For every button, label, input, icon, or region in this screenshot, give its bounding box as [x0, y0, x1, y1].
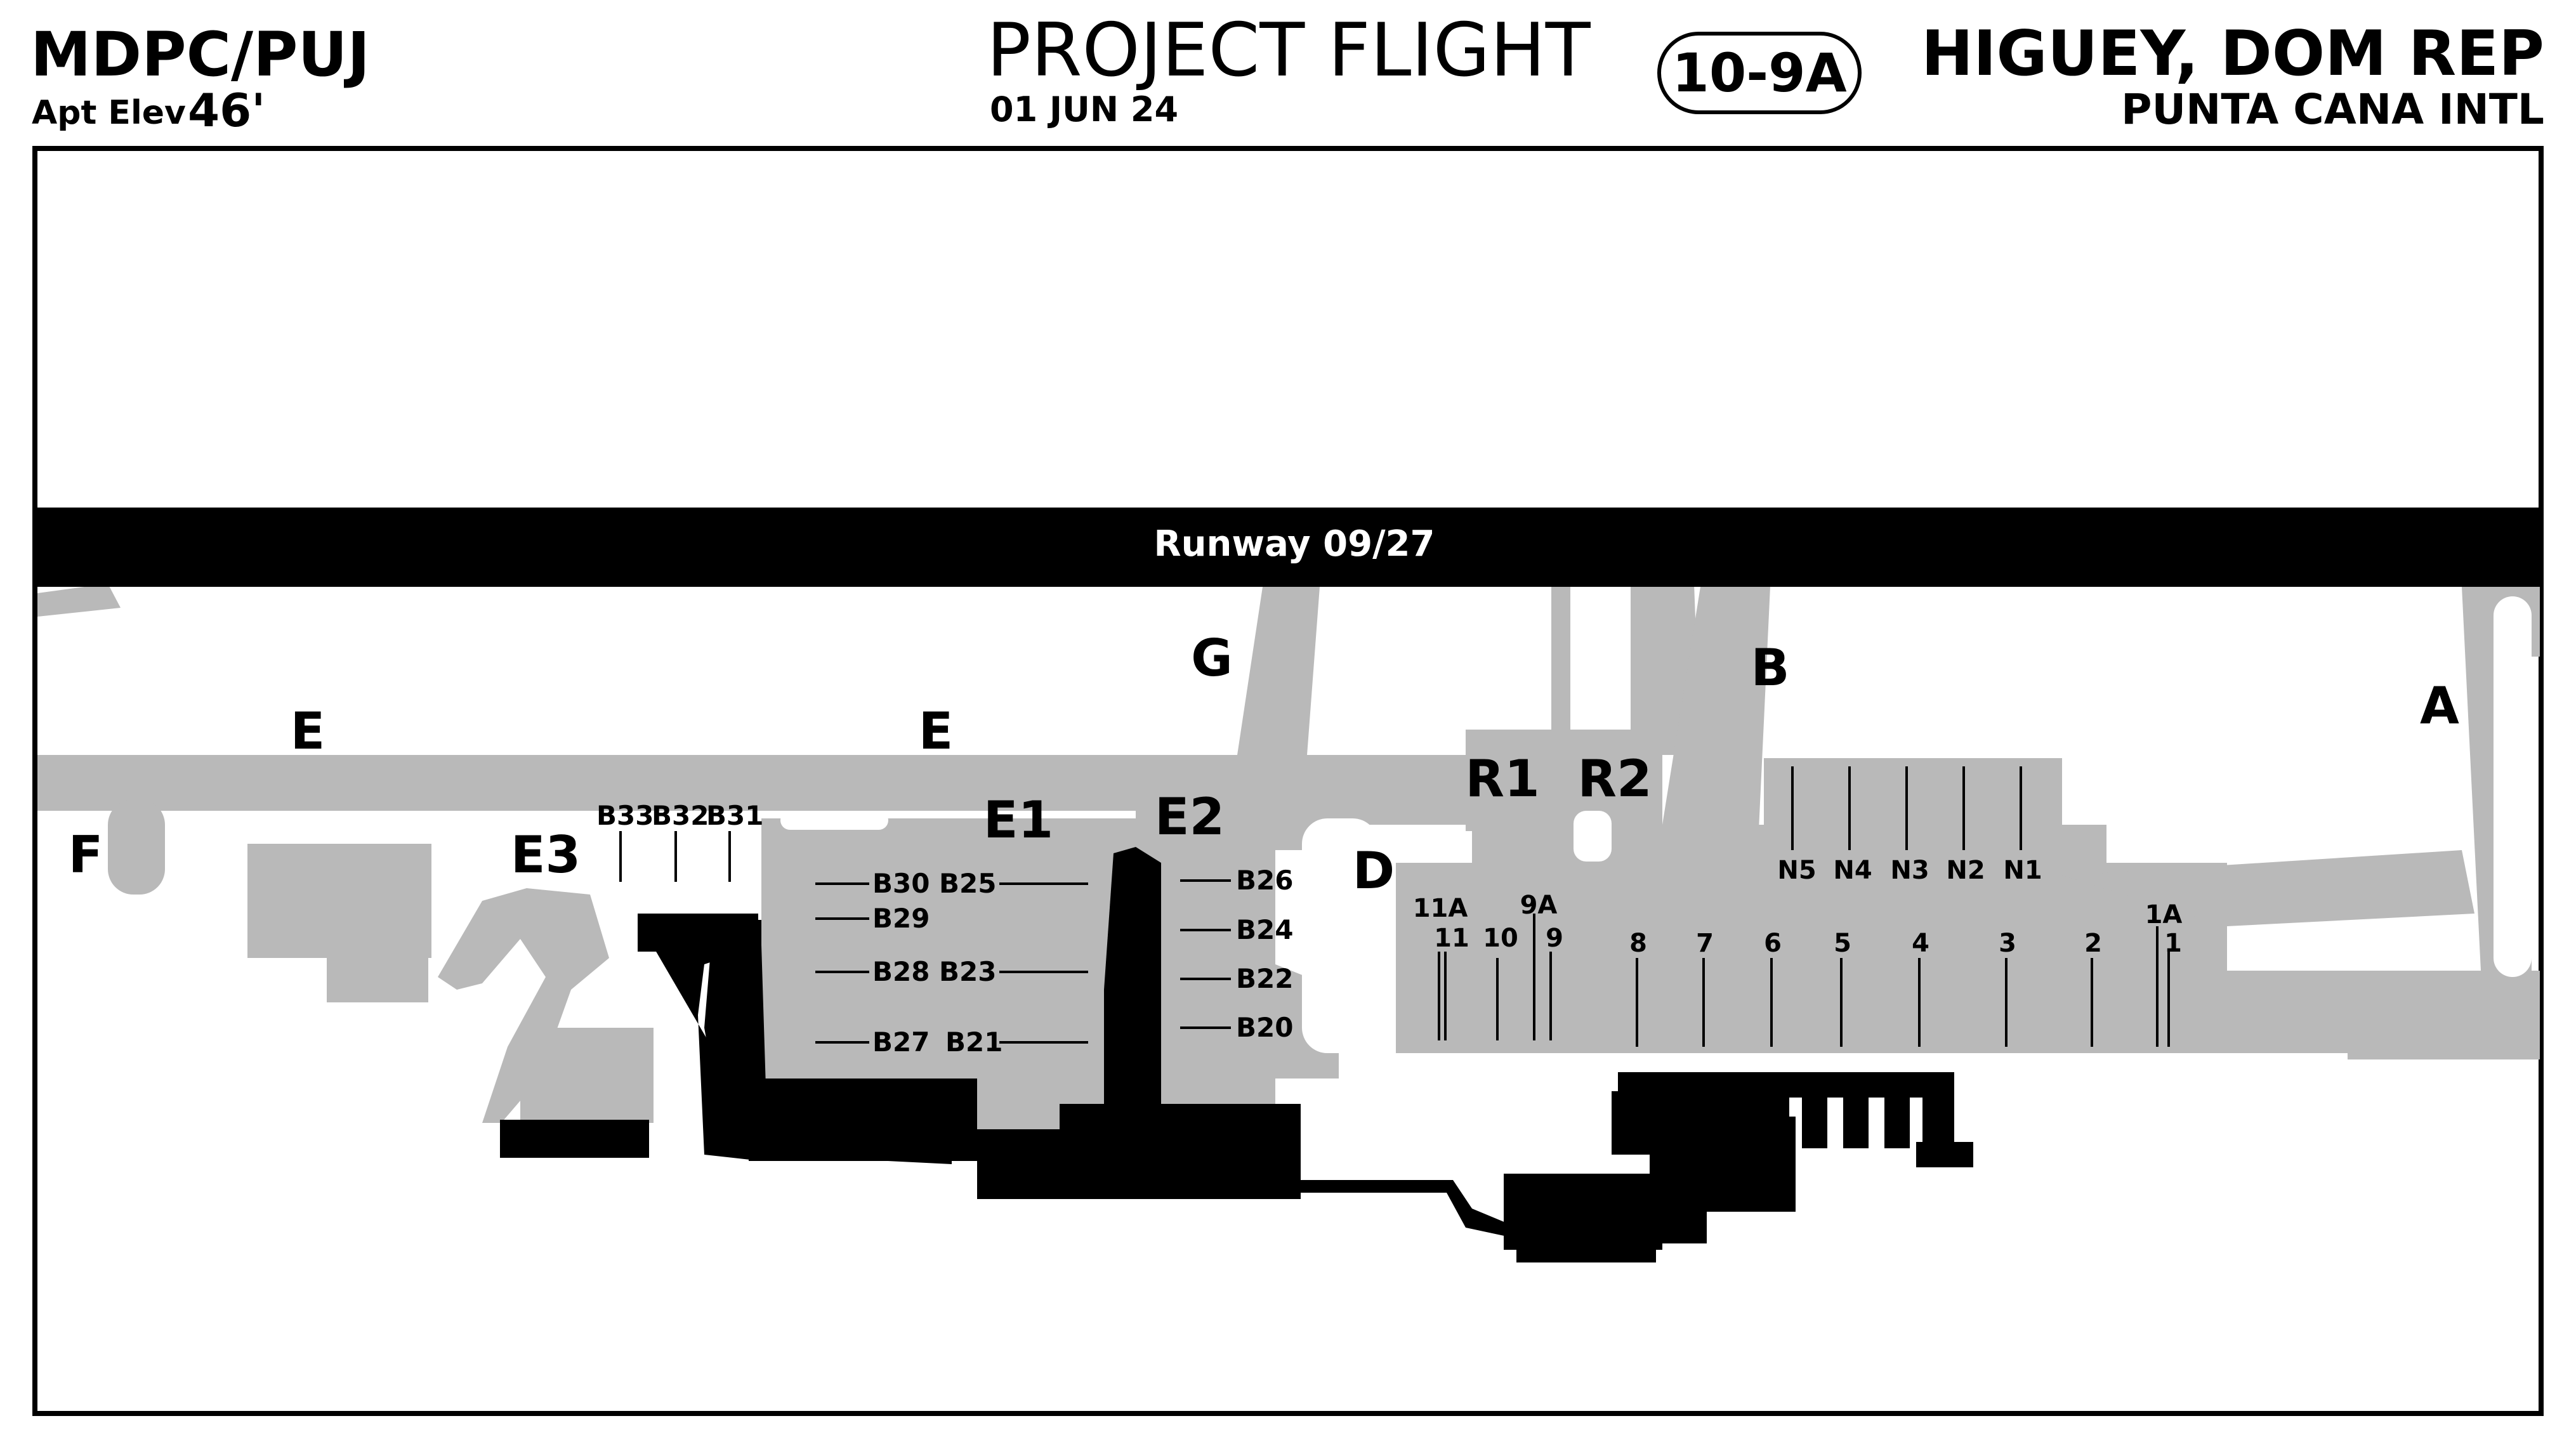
taxiway-r1-r2-block: [1466, 730, 1662, 831]
stand-label: N3: [1890, 856, 1929, 885]
chart-id-badge: 10-9A: [1657, 32, 1862, 114]
taxiway-e: [37, 755, 1471, 811]
taxiway-label-e2: E2: [1155, 787, 1225, 846]
stand-label: 9: [1546, 924, 1563, 953]
taxiway-label-a: A: [2420, 676, 2459, 735]
taxiway-label-e3: E3: [511, 825, 581, 884]
taxiway-labels: E E G B A F E3 E1 E2 D R1 R2: [69, 629, 2459, 900]
pavement: [37, 584, 2540, 1155]
gate-label: B25: [939, 868, 996, 899]
stand-labels: N5 N4 N3 N2 N1 11A 11 10 9A 9 8 7 6 5 4 …: [1413, 856, 2183, 958]
stand-label: 6: [1764, 929, 1782, 958]
stand-label: 9A: [1520, 891, 1558, 920]
stand-label: N1: [2003, 856, 2042, 885]
airport-code: MDPC/PUJ: [30, 19, 371, 90]
stand-label: 1A: [2145, 900, 2183, 929]
airport-name: PUNTA CANA INTL: [2121, 85, 2544, 134]
stand-label: 3: [1999, 929, 2016, 958]
taxiway-f-stub: [108, 799, 165, 895]
terminal-buildings: [500, 847, 1973, 1262]
taxiway-label-d: D: [1353, 841, 1395, 900]
gate-label: B32: [652, 800, 709, 831]
taxiway-east-link: [2062, 850, 2474, 926]
gate-label: B28: [872, 956, 930, 987]
gate-label: B20: [1236, 1012, 1293, 1043]
stand-label: 4: [1912, 929, 1929, 958]
grass-islands: [780, 596, 2532, 1053]
terminal-a-roofline: [1656, 1072, 1954, 1098]
chart-title: PROJECT FLIGHT: [987, 8, 1591, 93]
gate-label: B21: [945, 1026, 1002, 1058]
terminal-a-end: [1916, 1142, 1973, 1167]
taxiway-label-r2: R2: [1577, 749, 1652, 808]
apron-f: [247, 844, 431, 958]
taxiway-d-area: [1301, 755, 1478, 825]
gate-label: B33: [596, 800, 654, 831]
taxiway-b: [1662, 587, 1770, 863]
taxiway-west-connector: [37, 584, 121, 617]
taxiway-label-g: G: [1191, 629, 1233, 688]
stand-label: 10: [1483, 924, 1518, 953]
gate-label: B22: [1236, 963, 1293, 994]
terminal-b-pier-south: [749, 1079, 977, 1161]
connector-walkway: [1301, 1180, 1510, 1237]
stand-label: 11: [1434, 924, 1469, 953]
runway-label: Runway 09/27: [1154, 523, 1435, 565]
apron-east: [2348, 971, 2540, 1059]
stand-label: 5: [1834, 929, 1851, 958]
gate-label: B24: [1236, 914, 1293, 945]
runway-09-27: [37, 508, 2541, 587]
stand-label: N2: [1946, 856, 1985, 885]
stand-label: N5: [1777, 856, 1816, 885]
taxiway-label-e-west: E: [291, 702, 325, 761]
taxiway-r1: [1551, 584, 1570, 742]
remote-building: [500, 1120, 649, 1158]
remote-apron: [520, 1028, 654, 1123]
gate-labels: B30 B29 B28 B27 B26 B25 B23 B21 B33 B32 …: [596, 800, 1293, 1115]
gate-label: B26: [1236, 865, 1293, 896]
taxiway-e3: [438, 888, 609, 1123]
taxiway-label-b: B: [1751, 638, 1790, 697]
gate-label: B23: [939, 956, 996, 987]
taxiway-label-e1: E1: [983, 790, 1053, 849]
gate-label: B29: [872, 903, 930, 934]
terminal-a-west-block: [1615, 1091, 1666, 1142]
stand-lines: [619, 766, 2170, 1101]
gate-label: B26: [872, 1084, 930, 1115]
terminal-b-west-block: [638, 914, 758, 952]
elevation-value: 46': [188, 84, 266, 137]
stand-label: 7: [1696, 929, 1714, 958]
apron-east-link: [2227, 971, 2354, 1053]
terminal-main-b: [1060, 1104, 1301, 1199]
taxiway-label-f: F: [69, 825, 103, 884]
gate-label: B31: [706, 800, 763, 831]
taxiway-a-east-edge: [2532, 587, 2540, 657]
apron-b-east: [1142, 837, 1275, 1110]
stand-label: N4: [1833, 856, 1872, 885]
gate-label: B30: [872, 868, 930, 899]
city-name: HIGUEY, DOM REP: [1921, 18, 2544, 90]
stand-label: 11A: [1413, 894, 1468, 923]
taxiway-label-e-central: E: [919, 702, 954, 761]
chart-id: 10-9A: [1672, 42, 1847, 104]
taxiway-label-r1: R1: [1465, 749, 1539, 808]
gate-label: B27: [872, 1026, 930, 1058]
elevation-label: Apt Elev: [32, 94, 186, 132]
stand-label: 2: [2084, 929, 2102, 958]
terminal-e2-pier: [1104, 847, 1161, 1129]
apron-north-stands: [1764, 758, 2062, 882]
terminal-b-west: [638, 920, 952, 1164]
taxiway-g: [1237, 587, 1320, 755]
apron-stub-west: [327, 958, 428, 1002]
stand-label: 8: [1629, 929, 1647, 958]
terminal-a-south-b: [1516, 1224, 1656, 1262]
stand-label: 1: [2164, 929, 2182, 958]
chart-date: 01 JUN 24: [990, 89, 1179, 129]
